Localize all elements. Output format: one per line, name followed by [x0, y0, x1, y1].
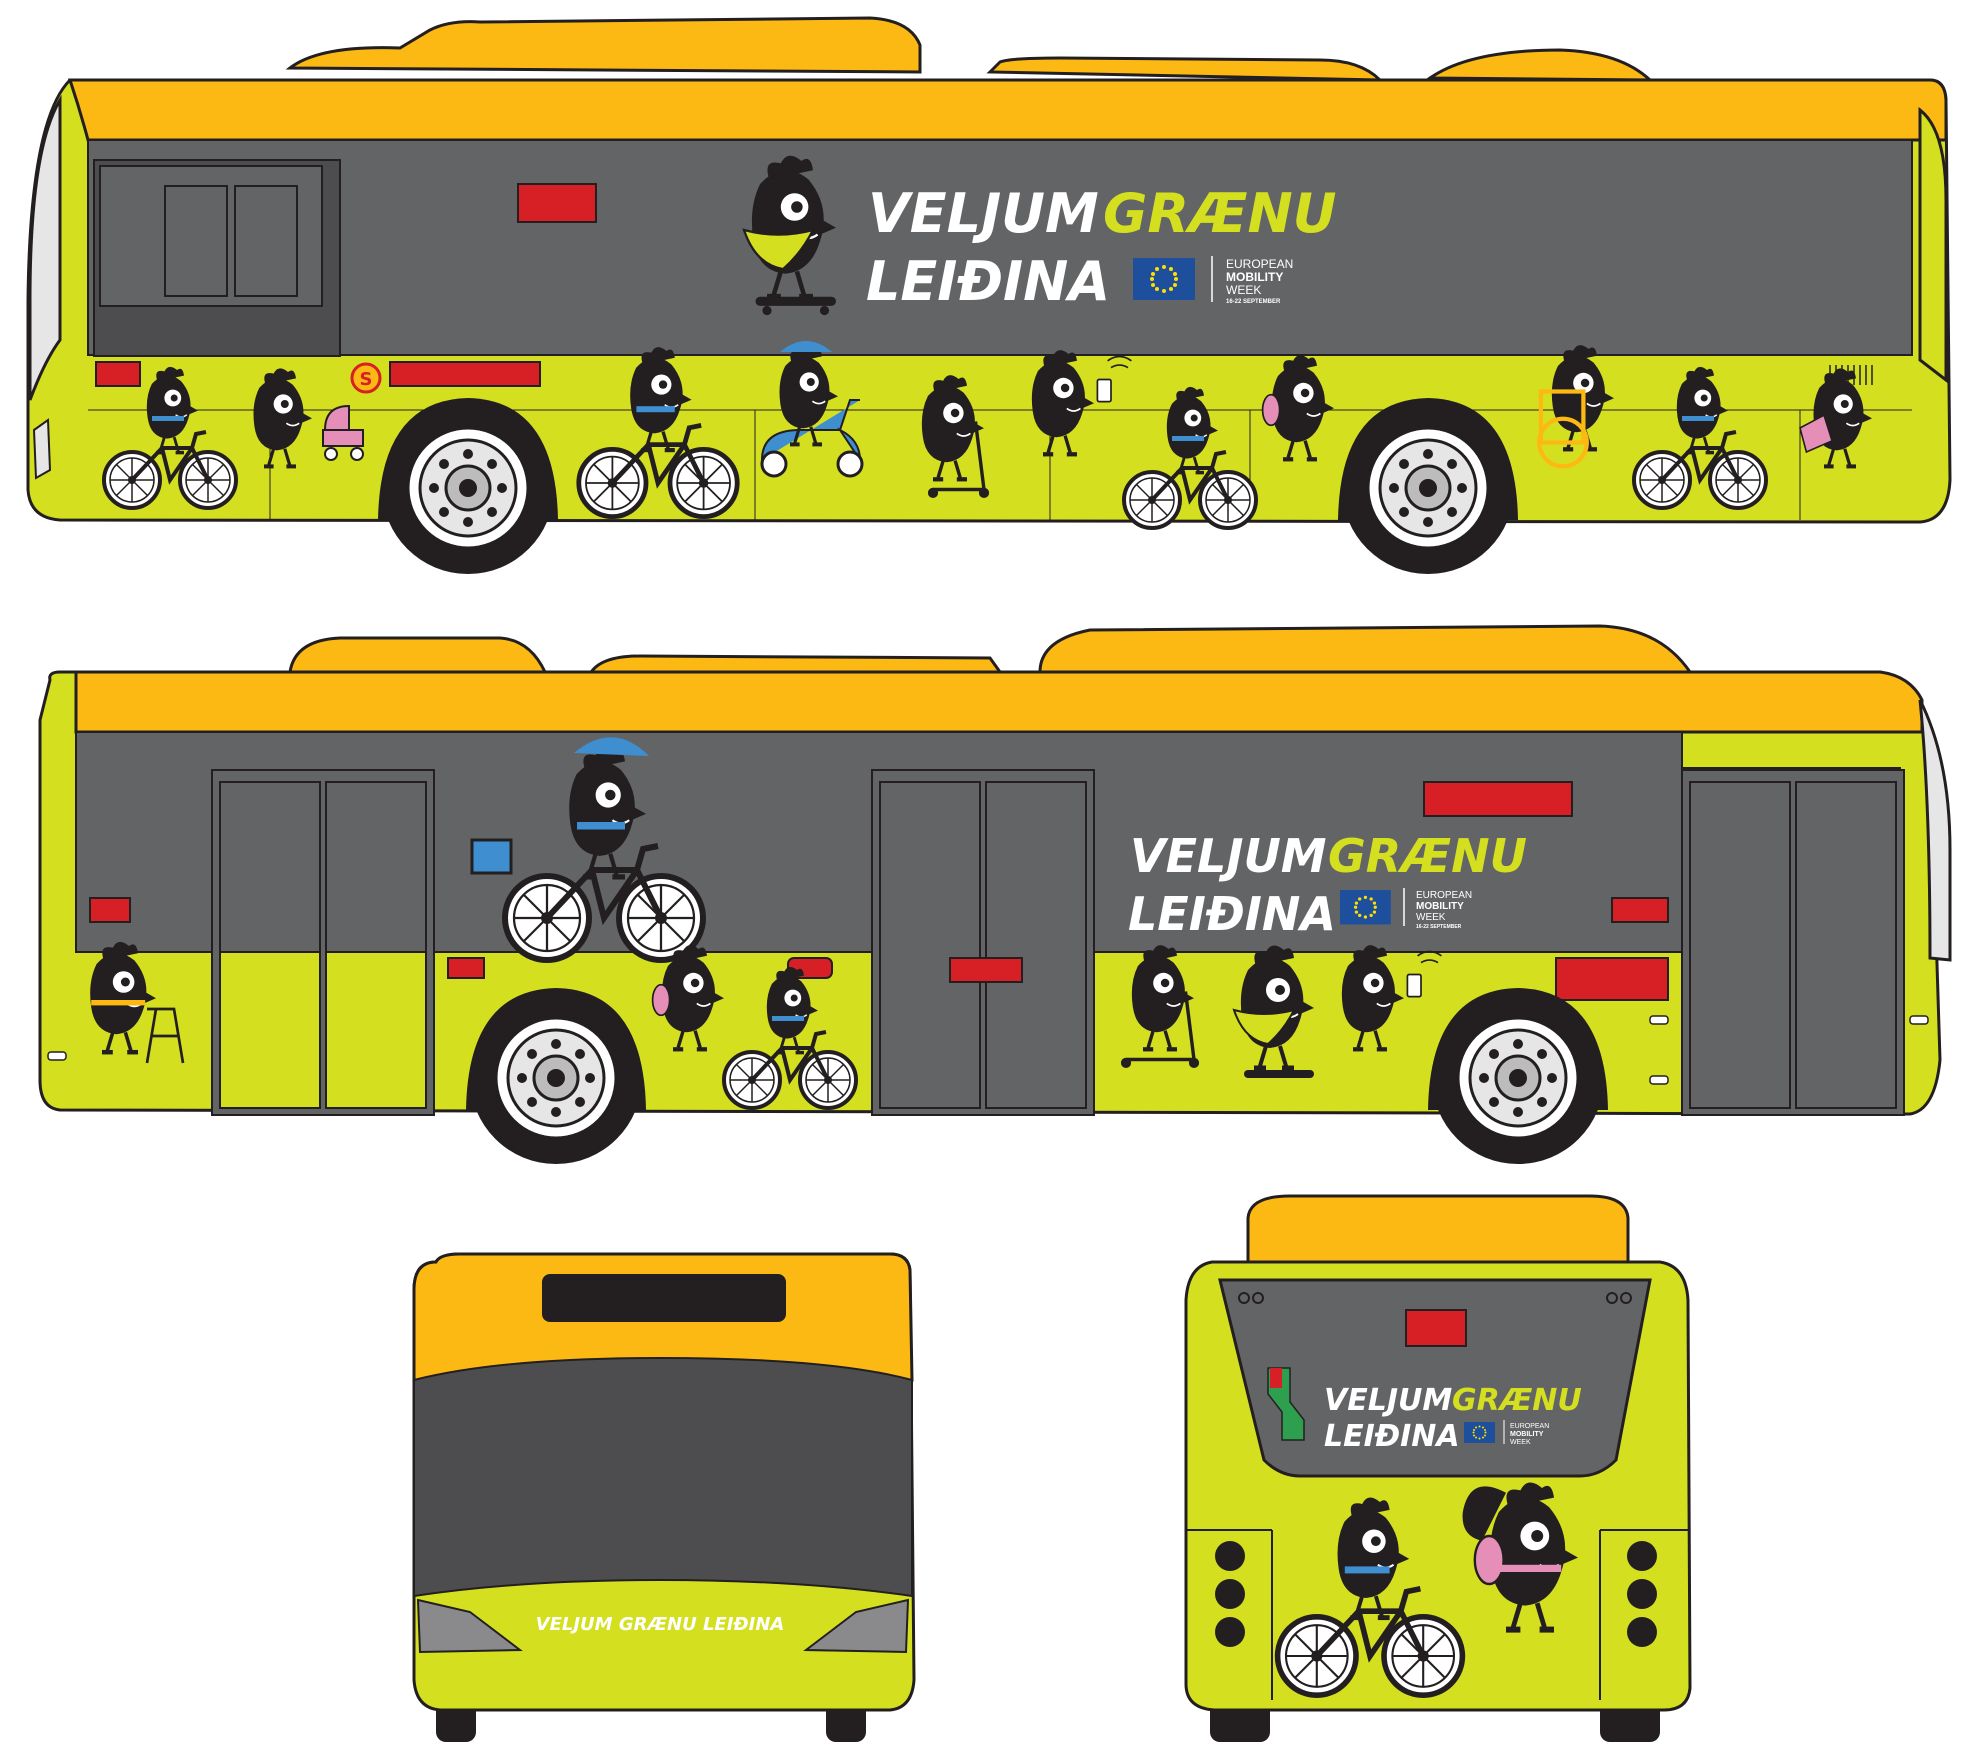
bus-rear: VELJUM GRÆNU LEIÐINA EUROPEAN MOBILITY W… — [1184, 1194, 1692, 1742]
bus-stop-badge: S — [360, 369, 373, 390]
emw-line1-2: EUROPEAN — [1416, 890, 1472, 901]
mascot-skateboard-icon-2 — [1232, 945, 1314, 1078]
mascot-backpack-icon — [1261, 355, 1334, 459]
bus-side-left: S VELJUM GRÆNU LEIÐINA EUROPEAN MOBILITY… — [26, 16, 1952, 576]
mascot-kickscooter-icon-2 — [1120, 945, 1200, 1068]
mascot-scooter-icon — [760, 341, 864, 478]
emw-line2: MOBILITY — [1226, 270, 1283, 284]
mascot-backpack-icon-2 — [651, 945, 724, 1049]
mascot-bike-child-seat-icon — [470, 737, 703, 960]
mascot-skateboard-icon — [742, 156, 836, 316]
emw-line2-3: MOBILITY — [1510, 1431, 1544, 1438]
eu-flag-icon-3 — [1464, 1422, 1495, 1443]
emw-line3: WEEK — [1226, 283, 1261, 297]
operator-logo-icon — [1267, 1367, 1305, 1441]
mascot-kickscooter-icon — [922, 375, 990, 498]
stroller-icon — [322, 404, 364, 461]
mascot-phone-icon — [1032, 350, 1132, 454]
bus-side-right: VELJUM GRÆNU LEIÐINA EUROPEAN MOBILITY W… — [38, 624, 1952, 1166]
emw-line2-2: MOBILITY — [1416, 901, 1464, 912]
emw-dates: 16-22 SEPTEMBER — [1226, 299, 1281, 305]
emw-line1: EUROPEAN — [1226, 257, 1293, 271]
emw-line3-3: WEEK — [1510, 1439, 1531, 1446]
bus-front: VELJUM GRÆNU LEIÐINA — [412, 1252, 916, 1742]
emw-line1-3: EUROPEAN — [1510, 1423, 1549, 1430]
mascot-phone-icon-2 — [1342, 945, 1442, 1049]
slogan-graenu-3: GRÆNU — [1452, 1383, 1582, 1418]
mascot-shopping-bag-icon — [1799, 368, 1872, 466]
slogan-leidina: LEIÐINA — [866, 250, 1110, 313]
slogan-leidina-2: LEIÐINA — [1128, 887, 1336, 941]
mascot-walker-icon — [90, 942, 185, 1064]
eu-flag-icon-2 — [1340, 890, 1391, 925]
slogan-leidina-3: LEIÐINA — [1324, 1419, 1460, 1454]
slogan-veljum: VELJUM — [868, 182, 1099, 245]
slogan-graenu-2: GRÆNU — [1328, 829, 1527, 883]
mascot-wheelchair-icon — [1537, 345, 1614, 469]
slogan-graenu: GRÆNU — [1103, 182, 1337, 245]
front-slogan-strip: VELJUM GRÆNU LEIÐINA — [536, 1614, 785, 1635]
eu-flag-icon — [1133, 258, 1195, 300]
emw-dates-2: 16-22 SEPTEMBER — [1416, 924, 1462, 930]
slogan-veljum-2: VELJUM — [1130, 829, 1327, 883]
emw-line3-2: WEEK — [1416, 912, 1446, 923]
mascot-rear-backpack-icon — [1462, 1483, 1578, 1630]
slogan-veljum-3: VELJUM — [1324, 1383, 1452, 1418]
